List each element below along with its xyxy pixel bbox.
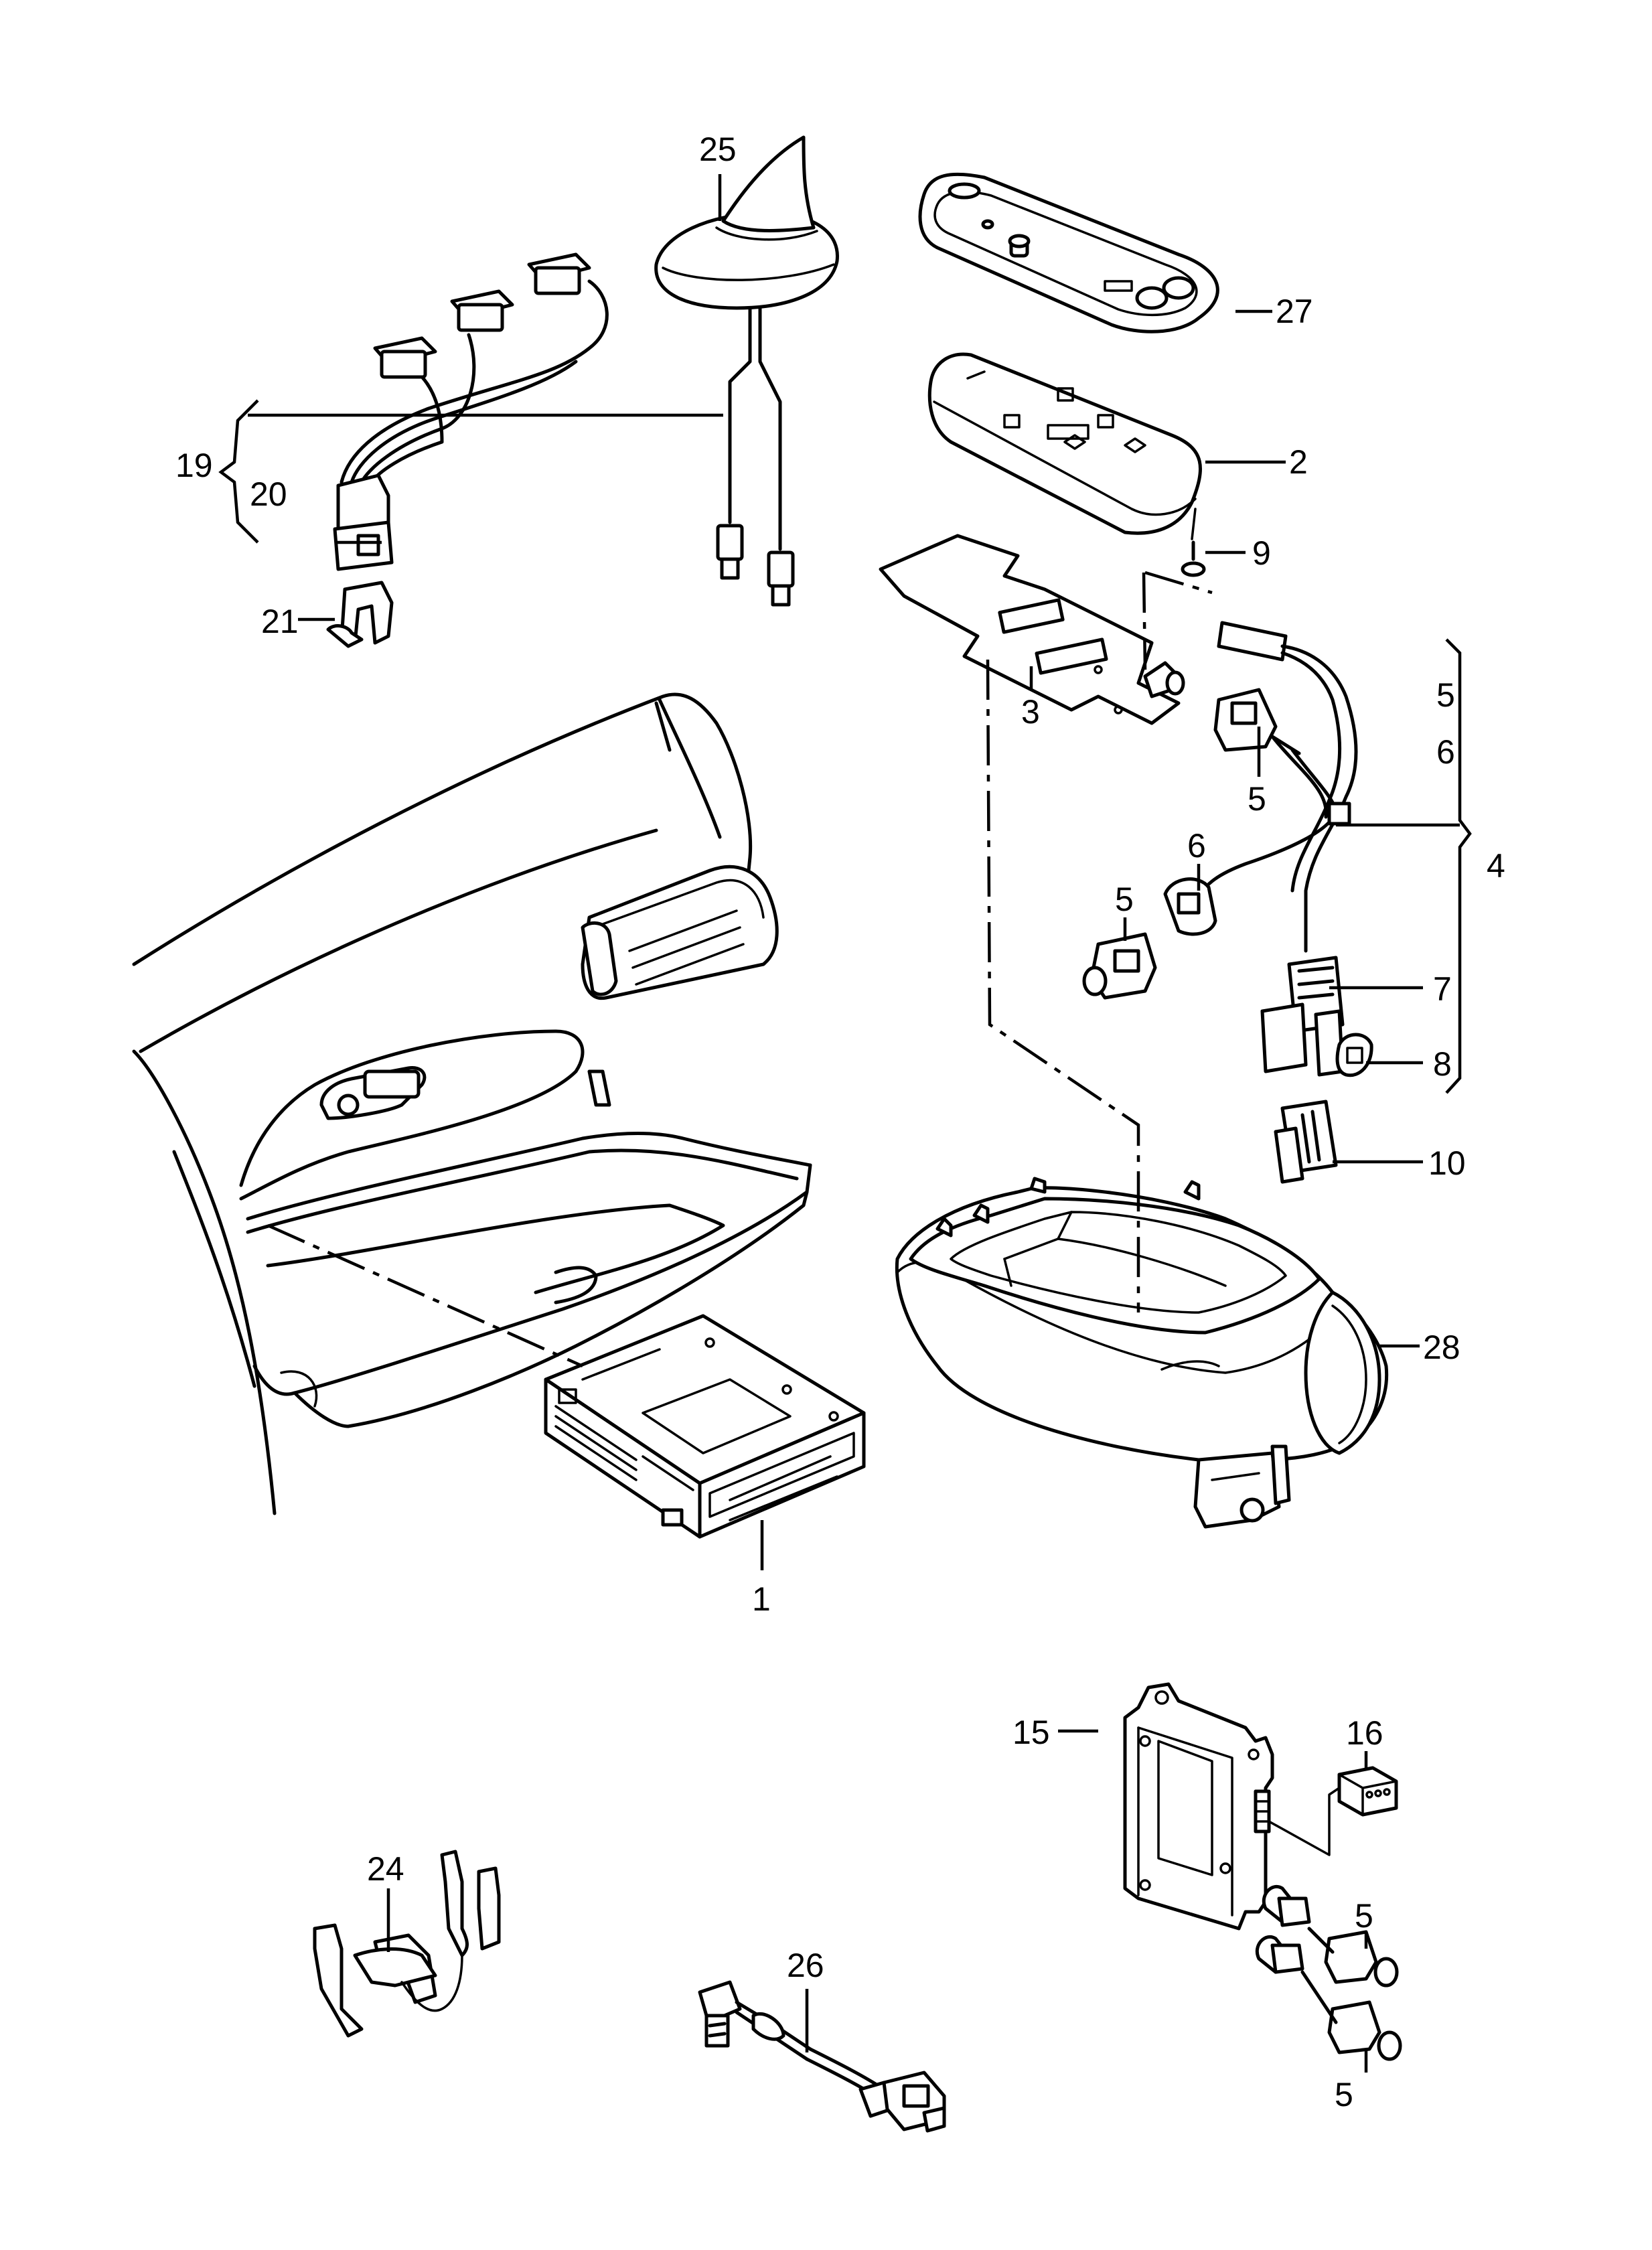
part-19-wiring-harness: [333, 252, 609, 571]
part-24-bracket: [313, 1850, 501, 2038]
leader-lines: [218, 174, 1472, 2073]
callout-1: 1: [752, 1580, 771, 1618]
assembly-lines: [267, 571, 1213, 1368]
callout-7: 7: [1433, 970, 1452, 1008]
callout-8: 8: [1433, 1045, 1452, 1083]
callout-27: 27: [1276, 293, 1313, 330]
part-15-module: [1123, 1682, 1274, 1931]
callout-21: 21: [261, 603, 299, 640]
callout-19: 19: [175, 447, 213, 484]
part-10-connector: [1274, 1100, 1338, 1184]
callout-6-top-right: 6: [1436, 733, 1455, 771]
callout-24: 24: [367, 1850, 404, 1888]
part-2-base-plate: [927, 352, 1202, 535]
callout-9: 9: [1252, 534, 1271, 572]
callout-5-harness: 5: [1248, 780, 1266, 818]
callout-26: 26: [787, 1947, 824, 1984]
callout-28: 28: [1423, 1329, 1460, 1366]
callout-16: 16: [1346, 1714, 1383, 1752]
callout-5-module-bottom: 5: [1335, 2076, 1353, 2113]
part-3-pad-board: [879, 534, 1185, 725]
part-25-roof-antenna: [654, 135, 839, 607]
part-4-phone-harness: [1082, 621, 1373, 1077]
callout-4: 4: [1487, 847, 1505, 885]
part-1-media-unit: [544, 1314, 866, 1539]
callout-3: 3: [1021, 693, 1040, 731]
callout-20: 20: [250, 475, 287, 513]
part-27-phone-cradle: [918, 172, 1219, 333]
callout-25: 25: [699, 131, 737, 168]
module-connectors: [1255, 1884, 1402, 2061]
part-28-armrest-bin: [895, 1177, 1389, 1529]
part-21-clip: [326, 581, 394, 648]
callout-6-harness: 6: [1187, 827, 1206, 865]
dashboard-glovebox: [132, 692, 812, 1515]
callout-5-top-right: 5: [1436, 676, 1455, 714]
callout-2: 2: [1289, 443, 1308, 481]
part-16-connector: [1268, 1766, 1398, 1856]
part-9-screw: [1181, 508, 1206, 577]
callout-10: 10: [1428, 1144, 1466, 1182]
callout-5-loose: 5: [1115, 881, 1134, 918]
part-26-antenna-cable: [698, 1980, 946, 2133]
callout-labels: 25 27 2 9 3 5 6 5 4 6 5 7 8 10 28 1 15 1…: [175, 131, 1505, 2113]
callout-5-module-top: 5: [1355, 1897, 1373, 1935]
callout-15: 15: [1012, 1714, 1050, 1751]
